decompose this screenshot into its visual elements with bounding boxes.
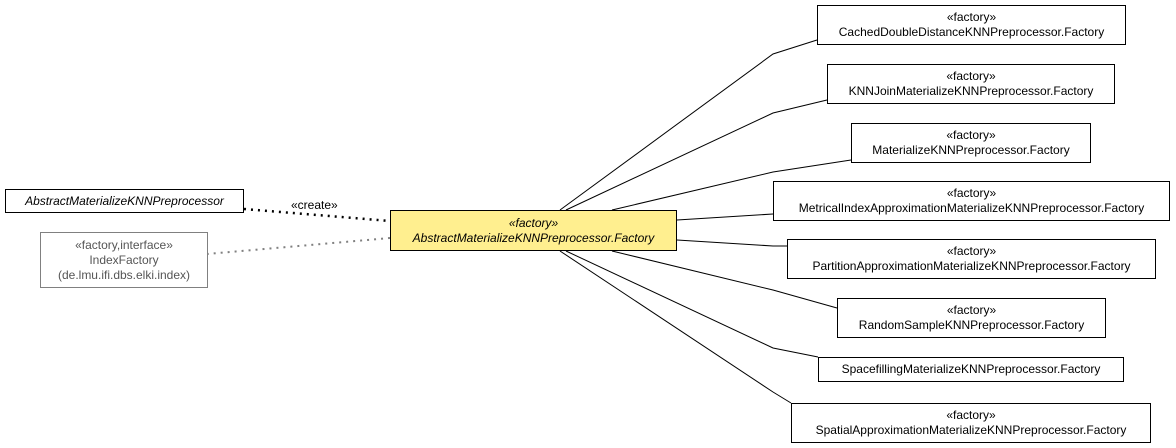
class-spatial-approximation-factory[interactable]: «factory» SpatialApproximationMaterializ… [791, 403, 1151, 443]
class-stereotype: «factory» [946, 408, 996, 422]
interface-package: (de.lmu.ifi.dbs.elki.index) [57, 267, 191, 282]
class-name: MaterializeKNNPreprocessor.Factory [872, 143, 1070, 157]
class-cached-double-distance-factory[interactable]: «factory» CachedDoubleDistanceKNNPreproc… [817, 5, 1126, 45]
subclass-edge-randomsample [611, 250, 838, 309]
class-name: KNNJoinMaterializeKNNPreprocessor.Factor… [848, 84, 1094, 98]
subclass-edge-spacefilling [565, 250, 819, 358]
subclass-edge-partition [676, 239, 787, 247]
class-abstract-materialize-knn-preprocessor[interactable]: AbstractMaterializeKNNPreprocessor [5, 189, 244, 213]
class-name: MetricalIndexApproximationMaterializeKNN… [798, 201, 1145, 215]
class-name: RandomSampleKNNPreprocessor.Factory [858, 318, 1085, 332]
class-stereotype: «factory» [946, 186, 997, 200]
class-random-sample-factory[interactable]: «factory» RandomSampleKNNPreprocessor.Fa… [837, 298, 1106, 338]
create-dependency-label: «create» [291, 198, 338, 212]
class-abstract-materialize-knn-preprocessor-factory[interactable]: «factory» AbstractMaterializeKNNPreproce… [390, 210, 677, 251]
subclass-edge-materialize [611, 159, 852, 211]
subclass-edge-spatial [559, 250, 792, 404]
class-materialize-factory[interactable]: «factory» MaterializeKNNPreprocessor.Fac… [851, 123, 1091, 163]
interface-stereotype: «factory,interface» [75, 237, 173, 252]
class-name: CachedDoubleDistanceKNNPreprocessor.Fact… [838, 25, 1105, 39]
class-name: PartitionApproximationMaterializeKNNPrep… [812, 259, 1131, 273]
subclass-edge-cached [559, 39, 818, 211]
interface-index-factory[interactable]: «factory,interface» IndexFactory (de.lmu… [40, 232, 208, 288]
interface-realization-edge [206, 237, 391, 255]
class-name: SpatialApproximationMaterializeKNNPrepro… [815, 423, 1127, 437]
class-name: SpacefillingMaterializeKNNPreprocessor.F… [841, 362, 1101, 376]
class-stereotype: «factory» [946, 303, 997, 317]
subclass-edge-knnjoin [565, 99, 828, 211]
subclass-edge-metrical [676, 213, 774, 221]
class-stereotype: «factory» [946, 244, 997, 258]
focus-stereotype: «factory» [508, 215, 559, 230]
class-stereotype: «factory» [946, 128, 996, 142]
class-metrical-index-approximation-factory[interactable]: «factory» MetricalIndexApproximationMate… [773, 181, 1170, 221]
class-stereotype: «factory» [946, 10, 997, 24]
interface-name: IndexFactory [89, 252, 159, 267]
class-knn-join-materialize-factory[interactable]: «factory» KNNJoinMaterializeKNNPreproces… [827, 64, 1115, 104]
class-spacefilling-materialize-factory[interactable]: SpacefillingMaterializeKNNPreprocessor.F… [818, 357, 1124, 382]
class-stereotype: «factory» [946, 69, 996, 83]
focus-name: AbstractMaterializeKNNPreprocessor.Facto… [412, 230, 655, 245]
class-name: AbstractMaterializeKNNPreprocessor [25, 193, 224, 208]
class-partition-approximation-factory[interactable]: «factory» PartitionApproximationMaterial… [787, 239, 1156, 279]
